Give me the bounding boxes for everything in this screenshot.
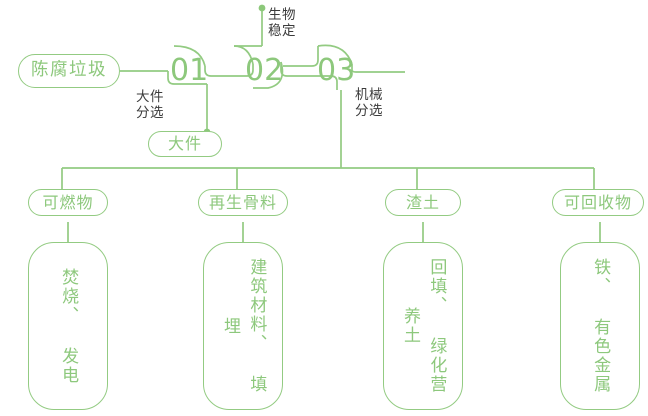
output-detail-box-1[interactable]: 焚烧、 发电 xyxy=(28,242,108,410)
stage-caption-03: 机械 分选 xyxy=(355,87,383,119)
wire-01-to-02 xyxy=(204,64,254,77)
output-pill-1-label: 可燃物 xyxy=(42,192,94,212)
output-pill-2-label: 再生骨料 xyxy=(208,192,277,212)
arc-02-right xyxy=(253,61,284,89)
output-detail-2-text: 建筑材料、 填埋 xyxy=(220,258,267,394)
wire-03-left-hook xyxy=(283,46,319,67)
node-source-waste[interactable]: 陈腐垃圾 xyxy=(18,54,120,88)
output-pill-4[interactable]: 可回收物 xyxy=(552,189,644,216)
stage-number-03[interactable]: 03 xyxy=(317,53,356,88)
output-detail-box-4[interactable]: 铁、 有色金属 xyxy=(560,242,640,410)
bulk-output-label: 大件 xyxy=(167,134,202,153)
arc-03-top xyxy=(317,44,353,65)
stage-number-02[interactable]: 02 xyxy=(245,53,284,88)
output-detail-box-2[interactable]: 建筑材料、 填埋 xyxy=(203,242,283,410)
stage-number-01[interactable]: 01 xyxy=(170,53,209,88)
wire-01-left-step xyxy=(167,71,207,85)
wire-03-right-arm xyxy=(351,64,405,73)
output-detail-box-3[interactable]: 回填、 绿化营养土 xyxy=(383,242,463,410)
output-pill-2[interactable]: 再生骨料 xyxy=(198,189,288,216)
stage-caption-02: 生物 稳定 xyxy=(268,7,296,39)
stage-caption-01: 大件 分选 xyxy=(136,89,164,121)
arc-01-top xyxy=(173,45,206,67)
output-detail-1-text: 焚烧、 发电 xyxy=(58,267,79,385)
dot-bio-stabilize xyxy=(258,4,266,12)
output-pill-3[interactable]: 渣土 xyxy=(385,189,461,216)
output-detail-4-text: 铁、 有色金属 xyxy=(590,258,611,394)
output-pill-3-label: 渣土 xyxy=(405,192,440,212)
output-detail-3-text: 回填、 绿化营养土 xyxy=(400,258,447,394)
node-bulk-output[interactable]: 大件 xyxy=(148,131,222,157)
source-waste-label: 陈腐垃圾 xyxy=(31,60,107,81)
output-pill-4-label: 可回收物 xyxy=(563,192,632,212)
output-pill-1[interactable]: 可燃物 xyxy=(28,189,108,216)
wire-02-to-03 xyxy=(280,62,338,90)
